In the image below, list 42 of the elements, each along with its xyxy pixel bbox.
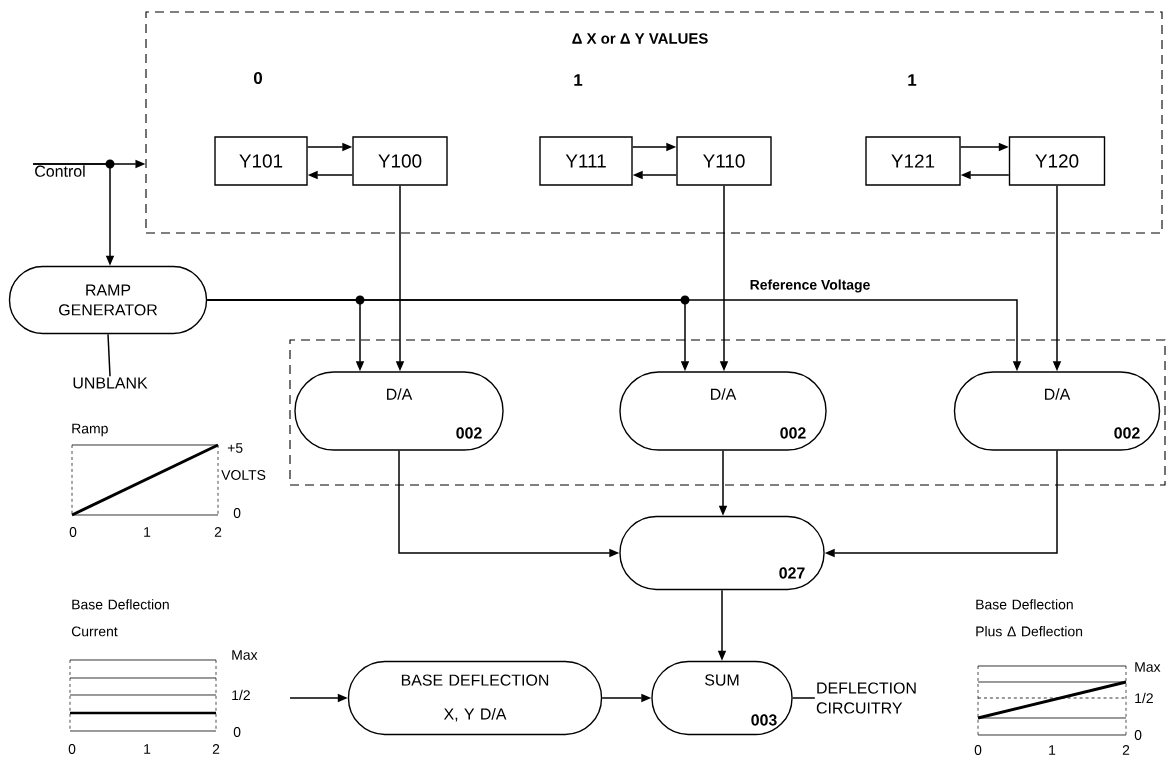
- tick-label: 0: [233, 508, 241, 518]
- tick-label: 0: [69, 527, 77, 537]
- register-box: Y100: [352, 136, 448, 186]
- output-label: DEFLECTION CIRCUITRY: [816, 682, 916, 714]
- chart-title: Base Deflection Plus Δ Deflection: [976, 599, 1083, 637]
- converter-pill: D/A 002: [619, 371, 827, 451]
- converter-pill: D/A 002: [953, 371, 1161, 451]
- tick-label: 2: [1122, 745, 1130, 755]
- value-digit: 0: [253, 72, 262, 84]
- tick-label: 0: [974, 745, 982, 755]
- register-box: Y111: [539, 136, 633, 186]
- tick-label: Max: [232, 650, 258, 660]
- generator-pill: RAMP GENERATOR: [8, 265, 208, 335]
- value-digit: 1: [908, 74, 917, 86]
- register-box: Y120: [1008, 136, 1106, 186]
- tick-label: 2: [214, 527, 222, 537]
- chart-title: Ramp: [72, 423, 108, 437]
- tick-label: 2: [212, 744, 220, 754]
- register-box: Y101: [214, 136, 308, 186]
- tick-label: 0: [233, 727, 241, 737]
- tick-label: 1: [144, 744, 151, 754]
- converter-pill: D/A 002: [294, 371, 504, 451]
- chart-title: Base Deflection Current: [71, 599, 169, 637]
- sum-pill: SUM 003: [651, 660, 793, 736]
- axis-label: VOLTS: [221, 470, 266, 480]
- tick-label: 1/2: [1135, 692, 1153, 704]
- register-box: Y121: [865, 136, 961, 186]
- tick-label: 1/2: [232, 689, 250, 701]
- tick-label: 0: [68, 744, 76, 754]
- tick-label: 0: [1134, 730, 1142, 740]
- signal-label: UNBLANK: [73, 377, 148, 389]
- dashed-group-box: [289, 339, 1166, 486]
- tick-label: 1: [1049, 745, 1056, 755]
- axis-label: +5: [227, 443, 243, 453]
- tick-label: Max: [1135, 662, 1161, 672]
- converter-pill: BASE DEFLECTION X, Y D/A: [347, 660, 603, 736]
- register-box: Y110: [676, 136, 772, 186]
- tick-label: 1: [144, 527, 151, 537]
- edge-label: Reference Voltage: [750, 279, 870, 293]
- process-pill: 027: [619, 515, 825, 591]
- signal-label: Control: [35, 165, 85, 177]
- value-digit: 1: [574, 74, 583, 86]
